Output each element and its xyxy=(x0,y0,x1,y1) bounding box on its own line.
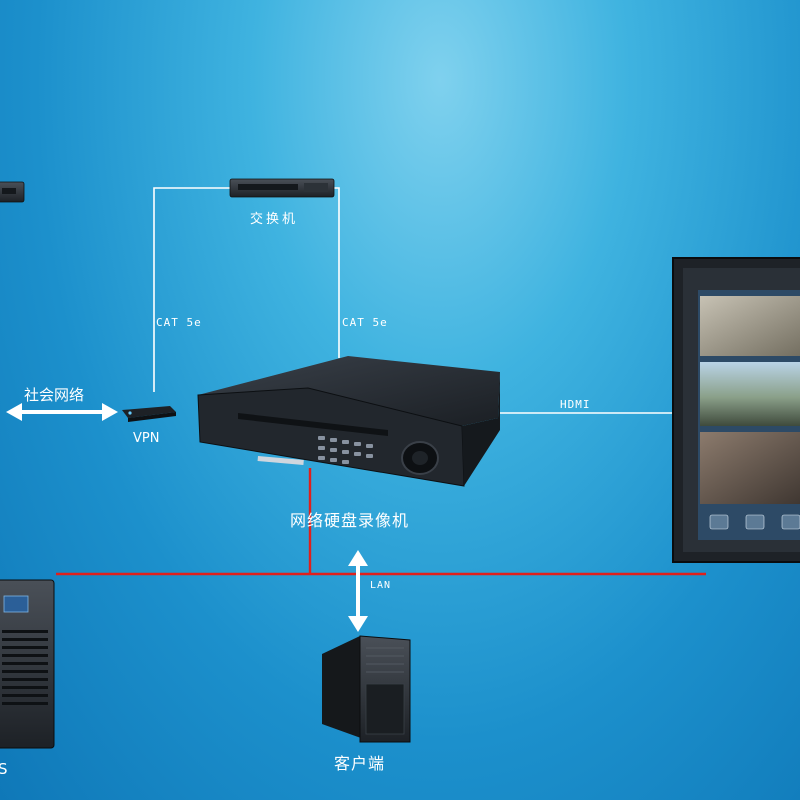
remote-device-edge xyxy=(0,182,24,202)
cat5e-cable-left xyxy=(154,188,232,392)
ups-label: S xyxy=(0,760,8,778)
nvr-device xyxy=(198,356,500,486)
switch-label: 交换机 xyxy=(250,208,298,227)
monitor-device xyxy=(673,258,800,562)
internet-arrow xyxy=(6,403,118,421)
internet-label: 社会网络 xyxy=(24,384,84,405)
cat5e-label-left: CAT 5e xyxy=(156,316,202,329)
hdmi-label: HDMI xyxy=(560,398,591,411)
client-label: 客户端 xyxy=(334,750,385,774)
nvr-label: 网络硬盘录像机 xyxy=(290,507,409,531)
cat5e-label-right: CAT 5e xyxy=(342,316,388,329)
switch-device xyxy=(230,179,334,197)
vpn-device xyxy=(122,406,176,422)
ups-device xyxy=(0,580,54,748)
client-pc xyxy=(322,636,410,742)
lan-label: LAN xyxy=(370,580,391,591)
lan-arrow xyxy=(348,550,368,632)
vpn-label: VPN xyxy=(133,431,159,446)
cat5e-cable-right xyxy=(334,188,339,358)
